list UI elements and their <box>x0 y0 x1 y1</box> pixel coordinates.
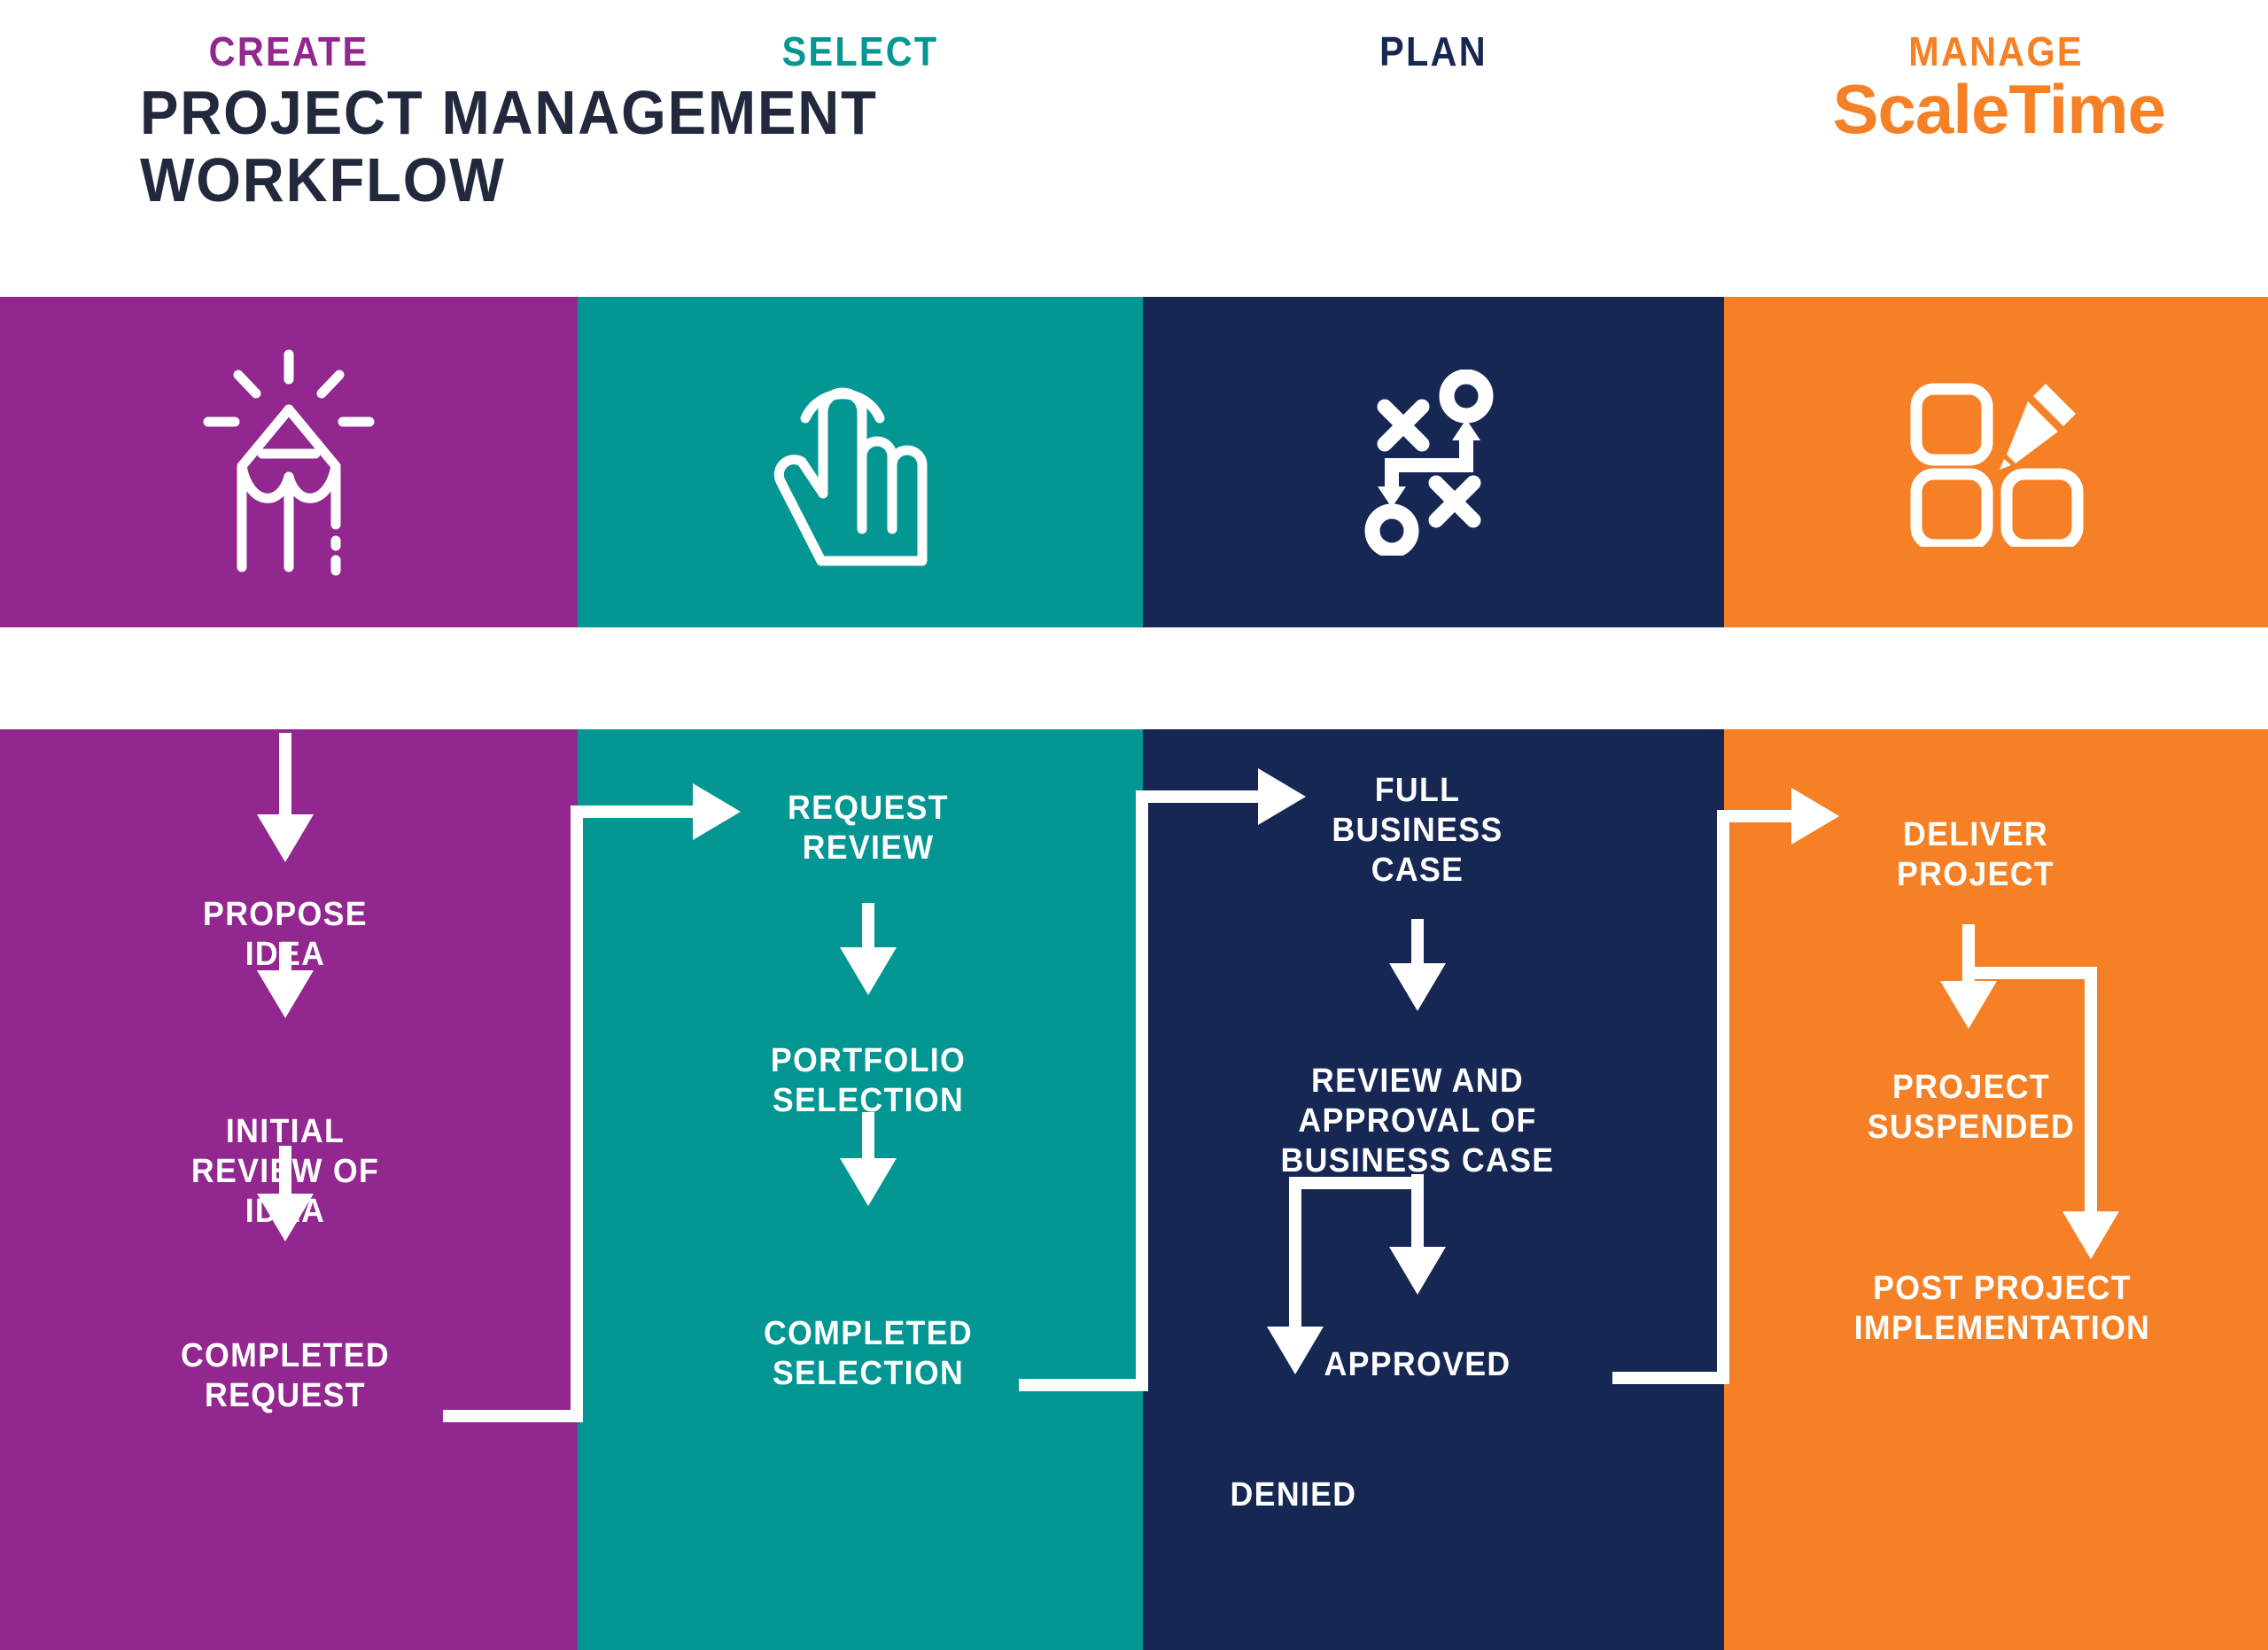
stage-label-create: CREATE <box>208 27 369 74</box>
node-propose-idea: PROPOSE IDEA <box>203 896 368 973</box>
node-initial-review: INITIAL REVIEW OF IDEA <box>190 1113 380 1230</box>
icon-band-plan <box>1143 297 1724 627</box>
node-request-review: REQUEST REVIEW <box>788 790 949 867</box>
icon-band-select <box>578 297 1143 627</box>
node-approved: APPROVED <box>1324 1346 1511 1383</box>
node-full-business-case: FULL BUSINESS CASE <box>1332 772 1503 889</box>
node-completed-selection: COMPLETED SELECTION <box>763 1315 974 1392</box>
header: PROJECT MANAGEMENT WORKFLOW ScaleTime <box>0 0 2268 297</box>
icon-band-manage <box>1724 297 2268 627</box>
icon-band-create <box>0 297 578 627</box>
stage-label-band <box>0 627 2268 729</box>
node-denied: DENIED <box>1230 1476 1357 1514</box>
brand-logo: ScaleTime <box>1832 70 2166 148</box>
node-completed-request: COMPLETED REQUEST <box>180 1337 391 1414</box>
node-review-approval: REVIEW AND APPROVAL OF BUSINESS CASE <box>1280 1062 1555 1179</box>
stage-label-manage: MANAGE <box>1908 27 2084 74</box>
node-project-suspended: PROJECT SUSPENDED <box>1867 1069 2076 1146</box>
node-post-project: POST PROJECT IMPLEMENTATION <box>1853 1270 2151 1347</box>
stage-label-select: SELECT <box>781 27 939 74</box>
stage-label-plan: PLAN <box>1379 27 1487 74</box>
page-title: PROJECT MANAGEMENT WORKFLOW <box>140 78 878 214</box>
node-deliver-project: DELIVER PROJECT <box>1897 816 2054 893</box>
node-portfolio-selection: PORTFOLIO SELECTION <box>770 1042 967 1119</box>
